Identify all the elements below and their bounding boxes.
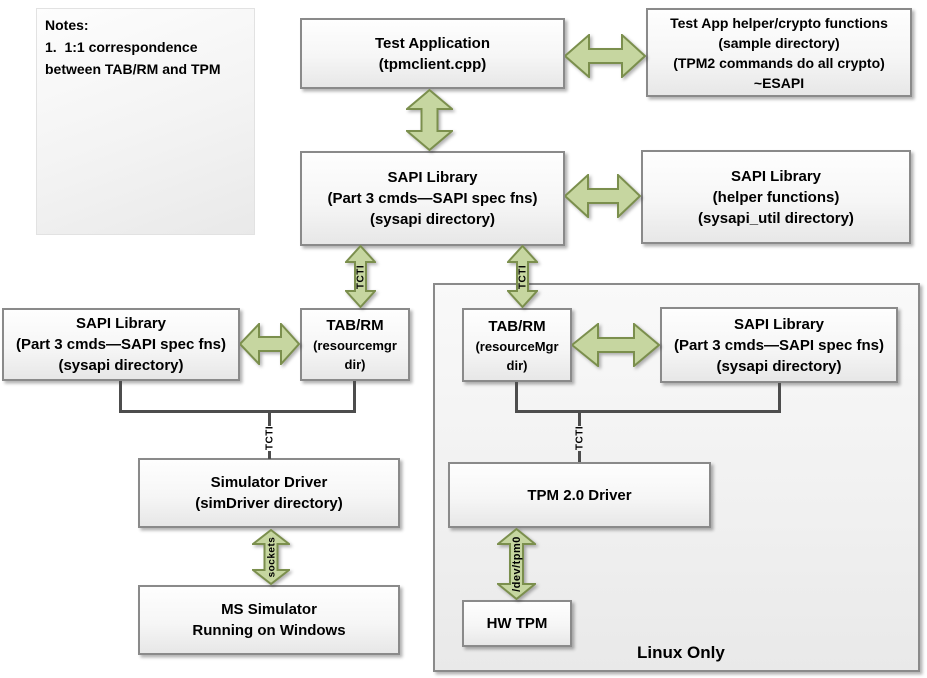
connector-line [515,382,518,412]
box-text-line: (sysapi_util directory) [698,209,854,227]
box-text-line: (sample directory) [718,34,840,51]
box-ms-simulator: MS Simulator Running on Windows [138,585,400,655]
arrow-testapp-sapi-icon [406,89,453,151]
tcti-label: TCTI [574,425,586,451]
box-text-line: (Part 3 cmds—SAPI spec fns) [327,190,538,207]
connector-line [119,381,122,412]
arrow-devtpm0-icon [497,528,536,600]
box-text-line: (resourcemgr [313,338,397,353]
linux-only-label: Linux Only [637,643,725,662]
box-tabrm-right: TAB/RM (resourceMgr dir) [462,308,572,382]
box-tpm2-driver: TPM 2.0 Driver [448,462,711,528]
box-text-line: ~ESAPI [753,74,805,91]
arrow-tabrm-sapiright-icon [572,323,660,367]
box-text-line: (helper functions) [712,188,840,206]
box-sapi-library-left: SAPI Library (Part 3 cmds—SAPI spec fns)… [2,308,240,381]
notes-line: 1. 1:1 correspondence [45,39,198,55]
arrow-tcti-right-icon [507,245,538,308]
connector-line [268,451,271,459]
box-text-line: TAB/RM [326,317,384,334]
connector-line [578,413,581,426]
sockets-label: sockets [266,536,278,578]
box-text-line: (sysapi directory) [369,211,496,228]
connector-line [119,410,356,413]
tcti-label: TCTI [355,264,367,290]
arrow-sockets-icon [252,529,290,585]
box-text-line: (sysapi directory) [58,357,184,374]
box-text-line: Running on Windows [192,622,346,639]
box-text-line: SAPI Library [733,315,825,333]
box-text-line: MS Simulator [221,601,317,618]
dev-tpm0-label: /dev/tpm0 [511,536,523,592]
box-text-line: SAPI Library [75,315,167,332]
box-text-line: Test Application [374,34,490,52]
box-text-line: (TPM2 commands do all crypto) [673,54,885,71]
notes-title: Notes: [45,17,89,33]
box-text-line: SAPI Library [730,167,822,185]
box-text-line: TAB/RM [488,317,546,335]
box-text-line: dir) [344,357,366,372]
box-text-line: (Part 3 cmds—SAPI spec fns) [15,336,227,353]
tcti-label: TCTI [517,264,529,290]
box-text-line: (sysapi directory) [716,357,842,375]
box-test-app-helper-crypto: Test App helper/crypto functions (sample… [646,8,912,97]
box-text-line: SAPI Library [387,169,478,186]
box-sapi-library-helper: SAPI Library (helper functions) (sysapi_… [641,150,911,244]
notes-line: between TAB/RM and TPM [45,61,221,77]
box-text-line: Test App helper/crypto functions [670,14,888,31]
box-tabrm-left: TAB/RM (resourcemgr dir) [300,308,410,381]
box-text-line: TPM 2.0 Driver [527,486,632,504]
box-hw-tpm: HW TPM [462,600,572,647]
box-text-line: HW TPM [486,615,548,632]
box-test-application: Test Application (tpmclient.cpp) [300,18,565,89]
box-text-line: dir) [506,357,528,373]
arrow-sapi-helper-icon [565,174,641,218]
box-text-line: (tpmclient.cpp) [378,55,487,73]
tcti-label: TCTI [264,425,276,451]
connector-line [778,383,781,412]
box-text-line: (resourceMgr [475,338,559,354]
box-sapi-library-right: SAPI Library (Part 3 cmds—SAPI spec fns)… [660,307,898,383]
box-text-line: (simDriver directory) [195,495,343,512]
box-sapi-library-main: SAPI Library (Part 3 cmds—SAPI spec fns)… [300,151,565,246]
arrow-testapp-helper-icon [565,34,646,78]
box-simulator-driver: Simulator Driver (simDriver directory) [138,458,400,528]
arrow-tcti-left-icon [345,245,376,308]
connector-line [578,451,581,462]
connector-line [353,381,356,412]
notes-panel: Notes: 1. 1:1 correspondence between TAB… [36,8,255,235]
box-text-line: (Part 3 cmds—SAPI spec fns) [673,336,885,354]
connector-line [515,410,781,413]
connector-line [268,413,271,426]
box-text-line: Simulator Driver [210,474,328,491]
arrow-sapileft-tabrm-icon [240,323,300,365]
